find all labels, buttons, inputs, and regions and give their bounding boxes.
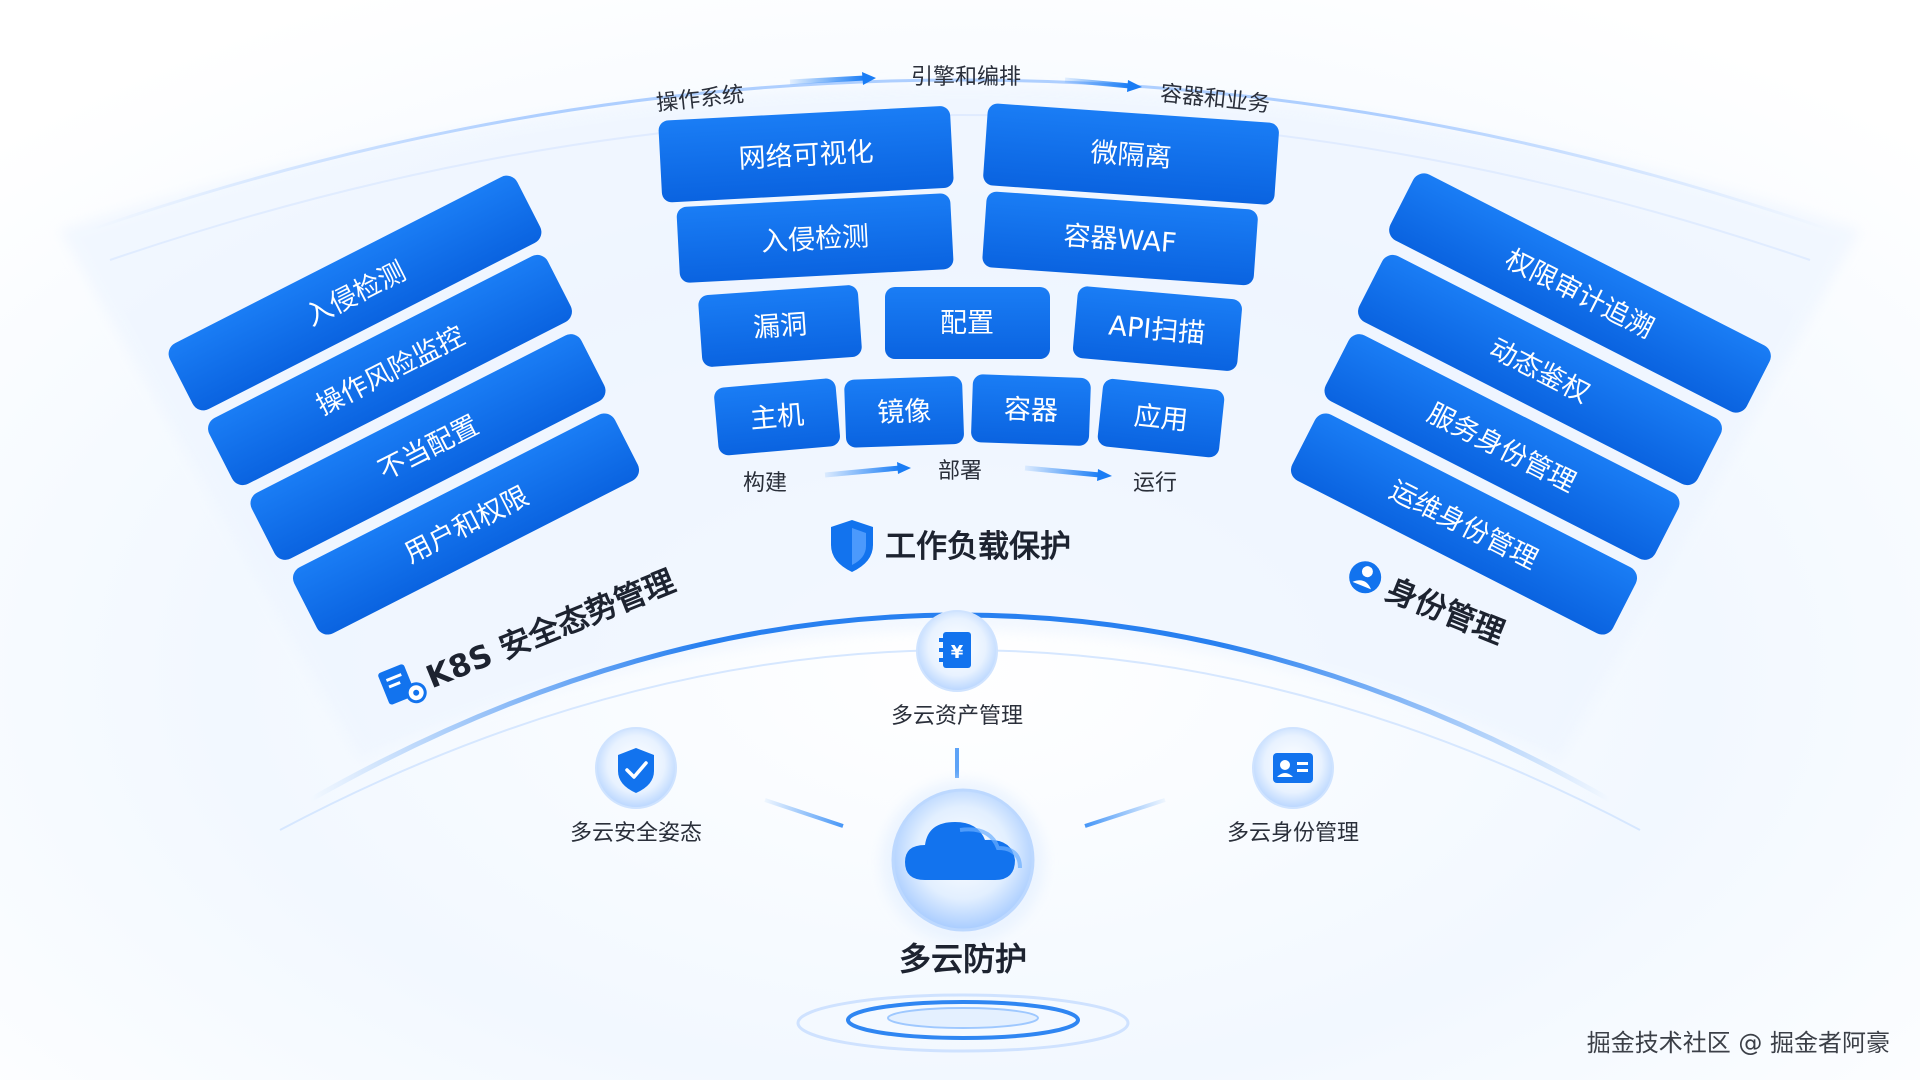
multicloud-section: ¥ 多云资产管理 多云安全姿态 多云身份管理 多云防护 [570, 610, 1359, 1053]
block-container-waf [982, 191, 1258, 286]
k8s-item-op-risk [208, 254, 572, 486]
block-image [844, 376, 964, 448]
top-flow-arrow-2 [1064, 77, 1131, 89]
yen-book-icon: ¥ [939, 632, 971, 668]
center-label: 多云防护 [899, 940, 1027, 978]
block-image-label: 镜像 [877, 396, 932, 429]
svg-text:¥: ¥ [951, 642, 964, 663]
block-intrusion-detect [676, 193, 954, 283]
id-item-dynamic-auth [1358, 254, 1722, 486]
workload-section: 操作系统 引擎和编排 容器和业务 网络可视化 微隔离 入侵检测 容器WAF [655, 65, 1279, 572]
bottom-flow-arrow-1 [824, 465, 901, 478]
outer-arc [89, 78, 1831, 232]
base-ring-inner [887, 1007, 1039, 1029]
line-identity [1084, 798, 1166, 828]
top-flow-arrow-1 [789, 75, 866, 85]
top-flow-arrowhead-1 [862, 72, 876, 85]
base-ring-mid [846, 1000, 1080, 1040]
identity-cloud-label: 多云身份管理 [1227, 821, 1359, 846]
id-item-ops-id [1290, 413, 1638, 635]
user-icon [1349, 561, 1382, 594]
asset-label: 多云资产管理 [891, 704, 1023, 729]
watermark: 掘金技术社区 @ 掘金者阿豪 [1586, 1029, 1890, 1057]
base-ring-outer [796, 993, 1130, 1053]
line-posture [764, 798, 844, 828]
block-intrusion-detect-label: 入侵检测 [760, 221, 869, 258]
id-card-icon [1273, 753, 1313, 783]
workload-title: 工作负载保护 [885, 529, 1071, 565]
block-host-label: 主机 [749, 400, 805, 436]
bottom-flow-arrow-2 [1024, 465, 1101, 478]
id-item-service-id [1324, 334, 1680, 560]
block-network-visual [658, 106, 954, 203]
block-container [971, 374, 1091, 446]
bottom-flow-run: 运行 [1133, 471, 1177, 496]
bottom-flow-build: 构建 [743, 471, 787, 496]
posture-label: 多云安全姿态 [570, 821, 702, 846]
block-application [1097, 378, 1225, 458]
block-micro-isolation [983, 103, 1279, 205]
block-configuration-label: 配置 [940, 308, 994, 339]
block-micro-isolation-label: 微隔离 [1089, 137, 1172, 174]
block-application-label: 应用 [1132, 400, 1189, 436]
block-host [714, 378, 840, 456]
block-container-label: 容器 [1003, 394, 1058, 427]
block-vulnerability-label: 漏洞 [752, 309, 808, 344]
shield-check-icon [618, 748, 654, 793]
outer-arc-2 [109, 114, 1811, 261]
bottom-flow-arrowhead-2 [1097, 469, 1112, 481]
k8s-item-user-perm [292, 413, 640, 635]
k8s-settings-icon [378, 664, 427, 705]
block-configuration [885, 287, 1050, 359]
k8s-item-misconfig [250, 334, 606, 560]
top-flow-engine: 引擎和编排 [911, 65, 1021, 90]
block-api-scan [1072, 286, 1242, 371]
id-item-audit [1389, 173, 1771, 413]
bottom-flow-arrowhead-1 [897, 462, 911, 474]
block-vulnerability [698, 285, 862, 367]
shield-icon [831, 520, 873, 572]
top-flow-arrowhead-2 [1127, 80, 1142, 92]
k8s-item-intrusion [168, 175, 542, 411]
cloud-icon [905, 822, 1022, 880]
block-network-visual-label: 网络可视化 [738, 137, 874, 175]
bottom-flow-deploy: 部署 [938, 459, 982, 484]
